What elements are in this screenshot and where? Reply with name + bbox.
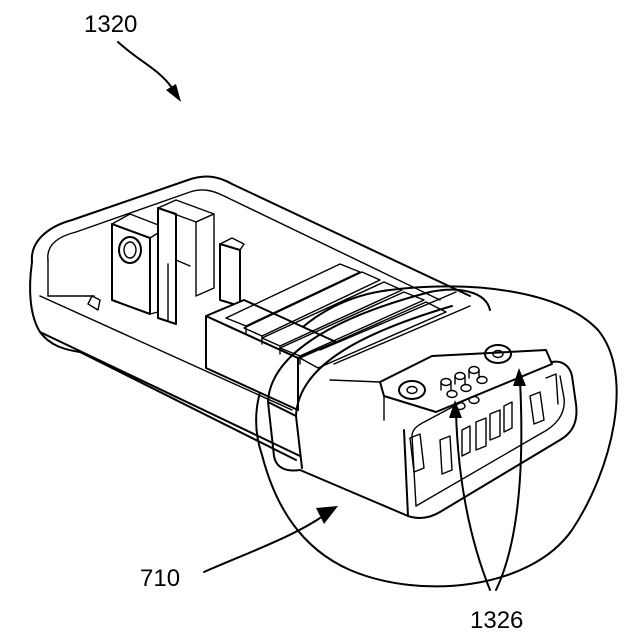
housing-ref-arrow — [204, 506, 338, 572]
interior-walls — [112, 200, 244, 324]
figure-ref-arrow — [118, 42, 181, 102]
housing-ref-label: 710 — [140, 565, 180, 592]
connector-ref-label: 1326 — [470, 607, 523, 634]
connector-face — [300, 345, 576, 518]
figure-ref-label: 1320 — [84, 11, 137, 38]
